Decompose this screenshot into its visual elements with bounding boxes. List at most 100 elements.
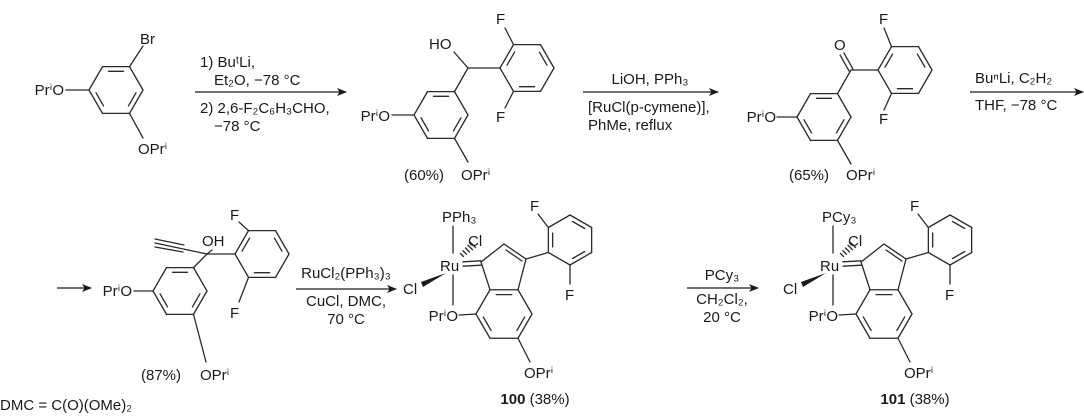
- ring-bond: [855, 289, 871, 315]
- bond: [453, 137, 469, 163]
- bond: [453, 51, 469, 69]
- bond: [838, 313, 857, 316]
- dmc-footnote: DMC = C(O)(OMe)₂: [0, 397, 132, 414]
- fluoro-bottom-label: F: [565, 287, 574, 304]
- yield-label: (38%): [530, 391, 570, 408]
- fluoro-top-label: F: [496, 11, 505, 28]
- bond: [238, 221, 250, 232]
- bond: [836, 139, 852, 165]
- bond: [860, 243, 885, 263]
- isopropoxy-left-label: PrⁱO: [809, 308, 838, 325]
- step5-temperature: 20 °C: [703, 309, 741, 326]
- ring-double-bond: [159, 293, 169, 308]
- ring-bond: [453, 90, 469, 116]
- ring-double-bond: [482, 316, 492, 332]
- compound-label: 100 (38%): [500, 391, 569, 408]
- ring-double-bond: [538, 51, 548, 66]
- step3-reagents: BuⁿLi, C₂H₂: [975, 70, 1052, 87]
- ring-bond: [517, 313, 533, 339]
- ring-bond: [517, 289, 533, 315]
- fluoro-top-label: F: [879, 11, 888, 28]
- ring-bond: [569, 214, 593, 229]
- ring-bond: [539, 67, 555, 93]
- ring-double-bond: [916, 53, 926, 68]
- ring-bond: [499, 43, 515, 69]
- carbonyl-double-bond: [839, 54, 850, 72]
- hashed-bond: [839, 252, 845, 258]
- ring-double-bond: [516, 316, 526, 332]
- bond-layer: [65, 27, 973, 363]
- ring-double-bond: [951, 250, 966, 260]
- bond: [504, 90, 515, 109]
- ring-double-bond: [571, 220, 586, 230]
- step4-catalyst: RuCl₂(PPh₃)₃: [301, 265, 391, 282]
- hashed-bond: [464, 247, 471, 253]
- step3-conditions-text: THF, −78 °C: [975, 97, 1057, 114]
- ring-bond: [413, 90, 429, 116]
- isopropoxy-bottom-label: OPrⁱ: [200, 367, 229, 384]
- ring-double-bond: [191, 293, 201, 308]
- fluoro-bottom-label: F: [879, 111, 888, 128]
- hydroxyl-label: OH: [202, 233, 225, 250]
- chloride-left-label: Cl: [783, 281, 797, 298]
- ring-bond: [927, 251, 951, 266]
- carbonyl-oxygen-label: O: [834, 37, 846, 54]
- step1-reagent-2: 2) 2,6-F₂C₆H₃CHO,: [200, 100, 330, 117]
- chloride-top-label: Cl: [468, 233, 482, 250]
- propargyl-intermediate-bonds: [133, 221, 290, 363]
- fluoro-bottom-label: F: [230, 305, 239, 322]
- ring-double-bond: [452, 117, 462, 132]
- ring-bond: [152, 290, 168, 316]
- fluoro-bottom-label: F: [945, 287, 954, 304]
- bond: [525, 251, 549, 260]
- ru-carbene-double-bond: [462, 260, 482, 263]
- fluoro-top-label: F: [230, 207, 239, 224]
- ring-double-bond: [241, 237, 251, 252]
- step3-conditions: BuⁿLi, C₂H₂ THF, −78 °C: [970, 70, 1084, 114]
- step1-reagent-2-conditions: −78 °C: [214, 118, 261, 135]
- ring-bond: [539, 43, 555, 69]
- ring-double-bond: [95, 92, 105, 107]
- bond: [128, 112, 144, 139]
- bond: [458, 313, 477, 316]
- ring-bond: [499, 67, 515, 93]
- isopropoxy-bottom-label: OPrⁱ: [846, 167, 875, 184]
- bond: [883, 27, 893, 48]
- ring-double-bond: [835, 119, 845, 134]
- fluoro-top-label: F: [530, 198, 539, 215]
- ru-carbene-double-bond: [462, 264, 482, 267]
- ring-bond: [128, 89, 144, 115]
- compound-number: 101: [880, 391, 905, 408]
- propargyl-alcohol-intermediate: OH F F PrⁱO OPrⁱ (87%): [103, 207, 240, 384]
- ring-bond: [897, 313, 913, 339]
- isopropoxy-bottom-label: OPrⁱ: [138, 141, 167, 158]
- hashed-bond: [842, 250, 848, 255]
- ring-bond: [796, 92, 812, 118]
- ring-bond: [234, 229, 250, 255]
- ring-double-bond: [506, 51, 516, 66]
- compound-label: 101 (38%): [880, 391, 949, 408]
- ring-bond: [547, 214, 571, 229]
- isopropoxy-left-label: PrⁱO: [429, 308, 458, 325]
- ring-bond: [796, 116, 812, 142]
- yield-label: (65%): [789, 167, 829, 184]
- step4-reagents: CuCl, DMC,: [306, 293, 386, 310]
- starting-material: Br PrⁱO OPrⁱ: [35, 31, 168, 158]
- hashed-bond: [849, 241, 857, 249]
- ring-bond: [152, 266, 168, 292]
- carbonyl-double-bond: [843, 52, 854, 70]
- hydroxyl-label: HO: [429, 36, 452, 53]
- bond: [836, 69, 852, 95]
- ring-bond: [949, 214, 973, 229]
- isopropoxy-left-label: PrⁱO: [103, 283, 132, 300]
- step1-conditions: 1) BuᵗLi, Et₂O, −78 °C 2) 2,6-F₂C₆H₃CHO,…: [195, 54, 347, 135]
- ring-double-bond: [885, 249, 903, 262]
- yield-label: (87%): [141, 367, 181, 384]
- isopropoxy-bottom-label: OPrⁱ: [524, 365, 553, 382]
- bond: [480, 243, 505, 263]
- isopropoxy-left-label: PrⁱO: [35, 82, 64, 99]
- bond: [897, 337, 911, 363]
- bond: [206, 249, 213, 255]
- fluoro-top-label: F: [910, 198, 919, 215]
- ring-double-bond: [896, 316, 906, 332]
